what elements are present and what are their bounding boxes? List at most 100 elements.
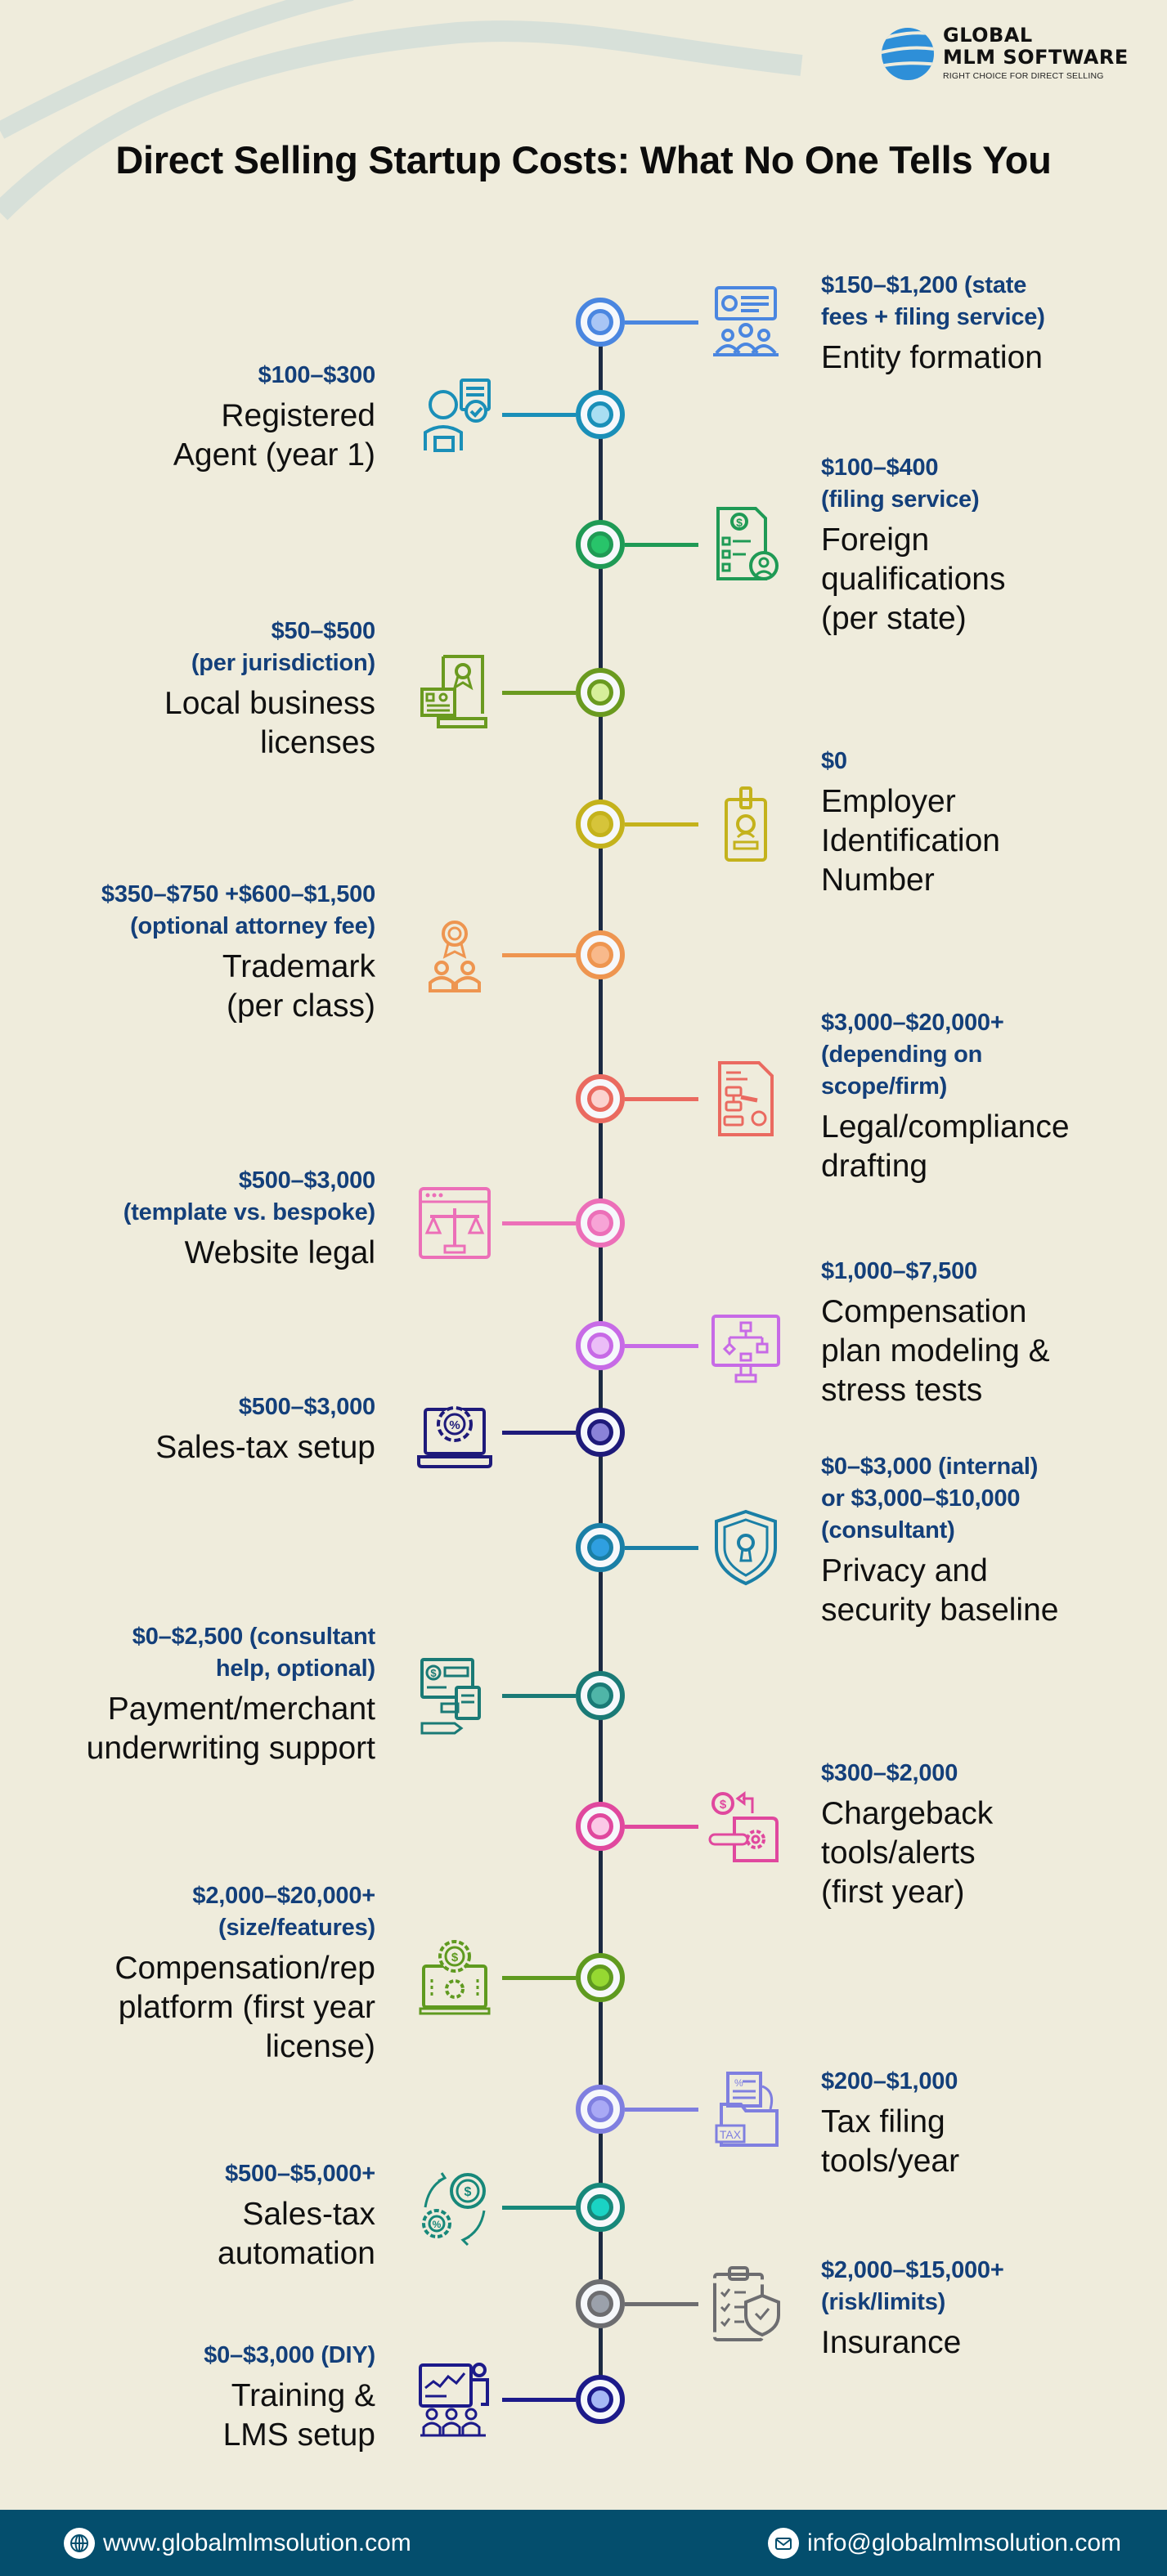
- cost-item-name: Foreign qualifications (per state): [821, 522, 1006, 636]
- timeline-node: [576, 390, 625, 439]
- footer-email-link[interactable]: info@globalmlmsolution.com: [768, 2527, 1121, 2559]
- cost-range: $0–$3,000 (internal) or $3,000–$10,000 (…: [821, 1454, 1039, 1543]
- timeline-connector: [625, 1825, 698, 1829]
- timeline-connector: [502, 1694, 576, 1698]
- cost-range: $2,000–$15,000+ (risk/limits): [821, 2257, 1004, 2315]
- cost-range: $1,000–$7,500: [821, 1258, 977, 1284]
- id-badge-icon: [705, 783, 787, 865]
- cost-range: $50–$500 (per jurisdiction): [191, 618, 375, 676]
- cost-range: $0–$3,000 (DIY): [204, 2342, 375, 2368]
- cost-range: $100–$400 (filing service): [821, 455, 980, 513]
- cost-item-name: Tax filing tools/year: [821, 2104, 960, 2179]
- timeline-node: [576, 800, 625, 849]
- cost-item-label: $3,000–$20,000+ (depending on scope/firm…: [821, 1007, 1070, 1186]
- agent-verified-icon: [414, 374, 496, 455]
- timeline-node-dot: [587, 2386, 613, 2412]
- timeline-node: [576, 930, 625, 979]
- timeline-connector: [625, 2108, 698, 2112]
- timeline-node-dot: [587, 1534, 613, 1561]
- timeline-node-dot: [587, 531, 613, 558]
- timeline-node-dot: [587, 2096, 613, 2122]
- brand-logo[interactable]: GLOBAL MLM SOFTWARE RIGHT CHOICE FOR DIR…: [879, 18, 1129, 87]
- cost-item-name: Sales-tax automation: [218, 2197, 375, 2271]
- chargeback-gear-icon: $: [705, 1785, 787, 1867]
- timeline-connector: [625, 543, 698, 547]
- timeline-connector: [502, 1431, 576, 1435]
- timeline-connector: [625, 1344, 698, 1348]
- envelope-icon: [768, 2527, 800, 2559]
- svg-text:$: $: [736, 516, 743, 529]
- cost-item-name: Training & LMS setup: [222, 2378, 375, 2453]
- timeline-node: [576, 1321, 625, 1370]
- brand-tagline: RIGHT CHOICE FOR DIRECT SELLING: [943, 70, 1104, 81]
- cost-range: $500–$5,000+: [225, 2161, 375, 2187]
- dollar-percent-cycle-icon: $%: [414, 2166, 496, 2248]
- timeline-node: [576, 2085, 625, 2134]
- globe-logo-icon: [882, 28, 934, 80]
- cost-range: $2,000–$20,000+ (size/features): [192, 1883, 375, 1941]
- cost-range: $0–$2,500 (consultant help, optional): [132, 1624, 375, 1682]
- cost-item-name: Trademark (per class): [222, 949, 375, 1024]
- timeline-node: [576, 1953, 625, 2002]
- cost-item-label: $350–$750 +$600–$1,500 (optional attorne…: [101, 879, 375, 1026]
- cost-range: $100–$300: [258, 362, 376, 388]
- training-presentation-icon: [414, 2359, 496, 2440]
- globe-icon: [64, 2527, 95, 2559]
- footer: www.globalmlmsolution.com info@globalmlm…: [0, 2510, 1167, 2576]
- timeline-connector: [625, 822, 698, 827]
- timeline-connector: [502, 2398, 576, 2402]
- cost-item-name: Compensation plan modeling & stress test…: [821, 1294, 1050, 1408]
- timeline-connector: [502, 1976, 576, 1980]
- cost-item-label: $0–$3,000 (DIY) Training & LMS setup: [204, 2340, 375, 2455]
- timeline-node-dot: [587, 1813, 613, 1839]
- svg-text:%: %: [734, 2077, 743, 2089]
- cost-range: $3,000–$20,000+ (depending on scope/firm…: [821, 1010, 1004, 1100]
- timeline-node-dot: [587, 942, 613, 968]
- timeline-node: [576, 520, 625, 569]
- clipboard-shield-icon: [705, 2263, 787, 2345]
- footer-website-link[interactable]: www.globalmlmsolution.com: [64, 2527, 411, 2559]
- timeline-node-dot: [587, 309, 613, 335]
- cost-item-label: $500–$5,000+ Sales-tax automation: [218, 2158, 375, 2274]
- timeline-node: [576, 1802, 625, 1851]
- timeline-connector: [625, 320, 698, 325]
- cost-item-label: $500–$3,000 (template vs. bespoke)Websit…: [123, 1165, 375, 1273]
- cost-item-name: Chargeback tools/alerts (first year): [821, 1796, 994, 1910]
- cost-item-label: $2,000–$20,000+ (size/features)Compensat…: [114, 1880, 375, 2067]
- document-checklist-person-icon: $: [705, 504, 787, 585]
- cost-range: $500–$3,000 (template vs. bespoke): [123, 1167, 375, 1225]
- cost-item-name: Registered Agent (year 1): [173, 398, 375, 473]
- svg-text:$: $: [465, 2185, 472, 2199]
- payment-terminal-icon: $: [414, 1655, 496, 1736]
- cost-item-name: Local business licenses: [164, 686, 375, 760]
- cost-item-name: Payment/merchant underwriting support: [86, 1691, 375, 1766]
- award-people-icon: [414, 914, 496, 996]
- footer-email: info@globalmlmsolution.com: [807, 2529, 1121, 2556]
- brand-name-line2: MLM SOFTWARE: [943, 45, 1129, 69]
- cost-item-label: $100–$400 (filing service) Foreign qualif…: [821, 452, 1005, 638]
- cost-item-name: Employer Identification Number: [821, 784, 1000, 898]
- svg-text:TAX: TAX: [720, 2128, 742, 2141]
- timeline-connector: [502, 691, 576, 695]
- timeline-node: [576, 2279, 625, 2328]
- cost-range: $0: [821, 748, 847, 774]
- cost-item-name: Legal/compliance drafting: [821, 1109, 1070, 1184]
- timeline-connector: [502, 2206, 576, 2210]
- timeline-node-dot: [587, 811, 613, 837]
- timeline-node: [576, 668, 625, 717]
- timeline-connector: [625, 1546, 698, 1550]
- footer-website: www.globalmlmsolution.com: [103, 2529, 411, 2556]
- cost-range: $500–$3,000: [238, 1394, 375, 1420]
- brand-name-line1: GLOBAL: [943, 23, 1033, 47]
- legal-document-gavel-icon: [705, 1058, 787, 1140]
- timeline-node: [576, 2375, 625, 2424]
- cost-item-label: $0–$3,000 (internal) or $3,000–$10,000 (…: [821, 1451, 1058, 1630]
- timeline-connector: [625, 2302, 698, 2306]
- timeline-node-dot: [587, 2291, 613, 2317]
- website-scales-icon: [414, 1182, 496, 1264]
